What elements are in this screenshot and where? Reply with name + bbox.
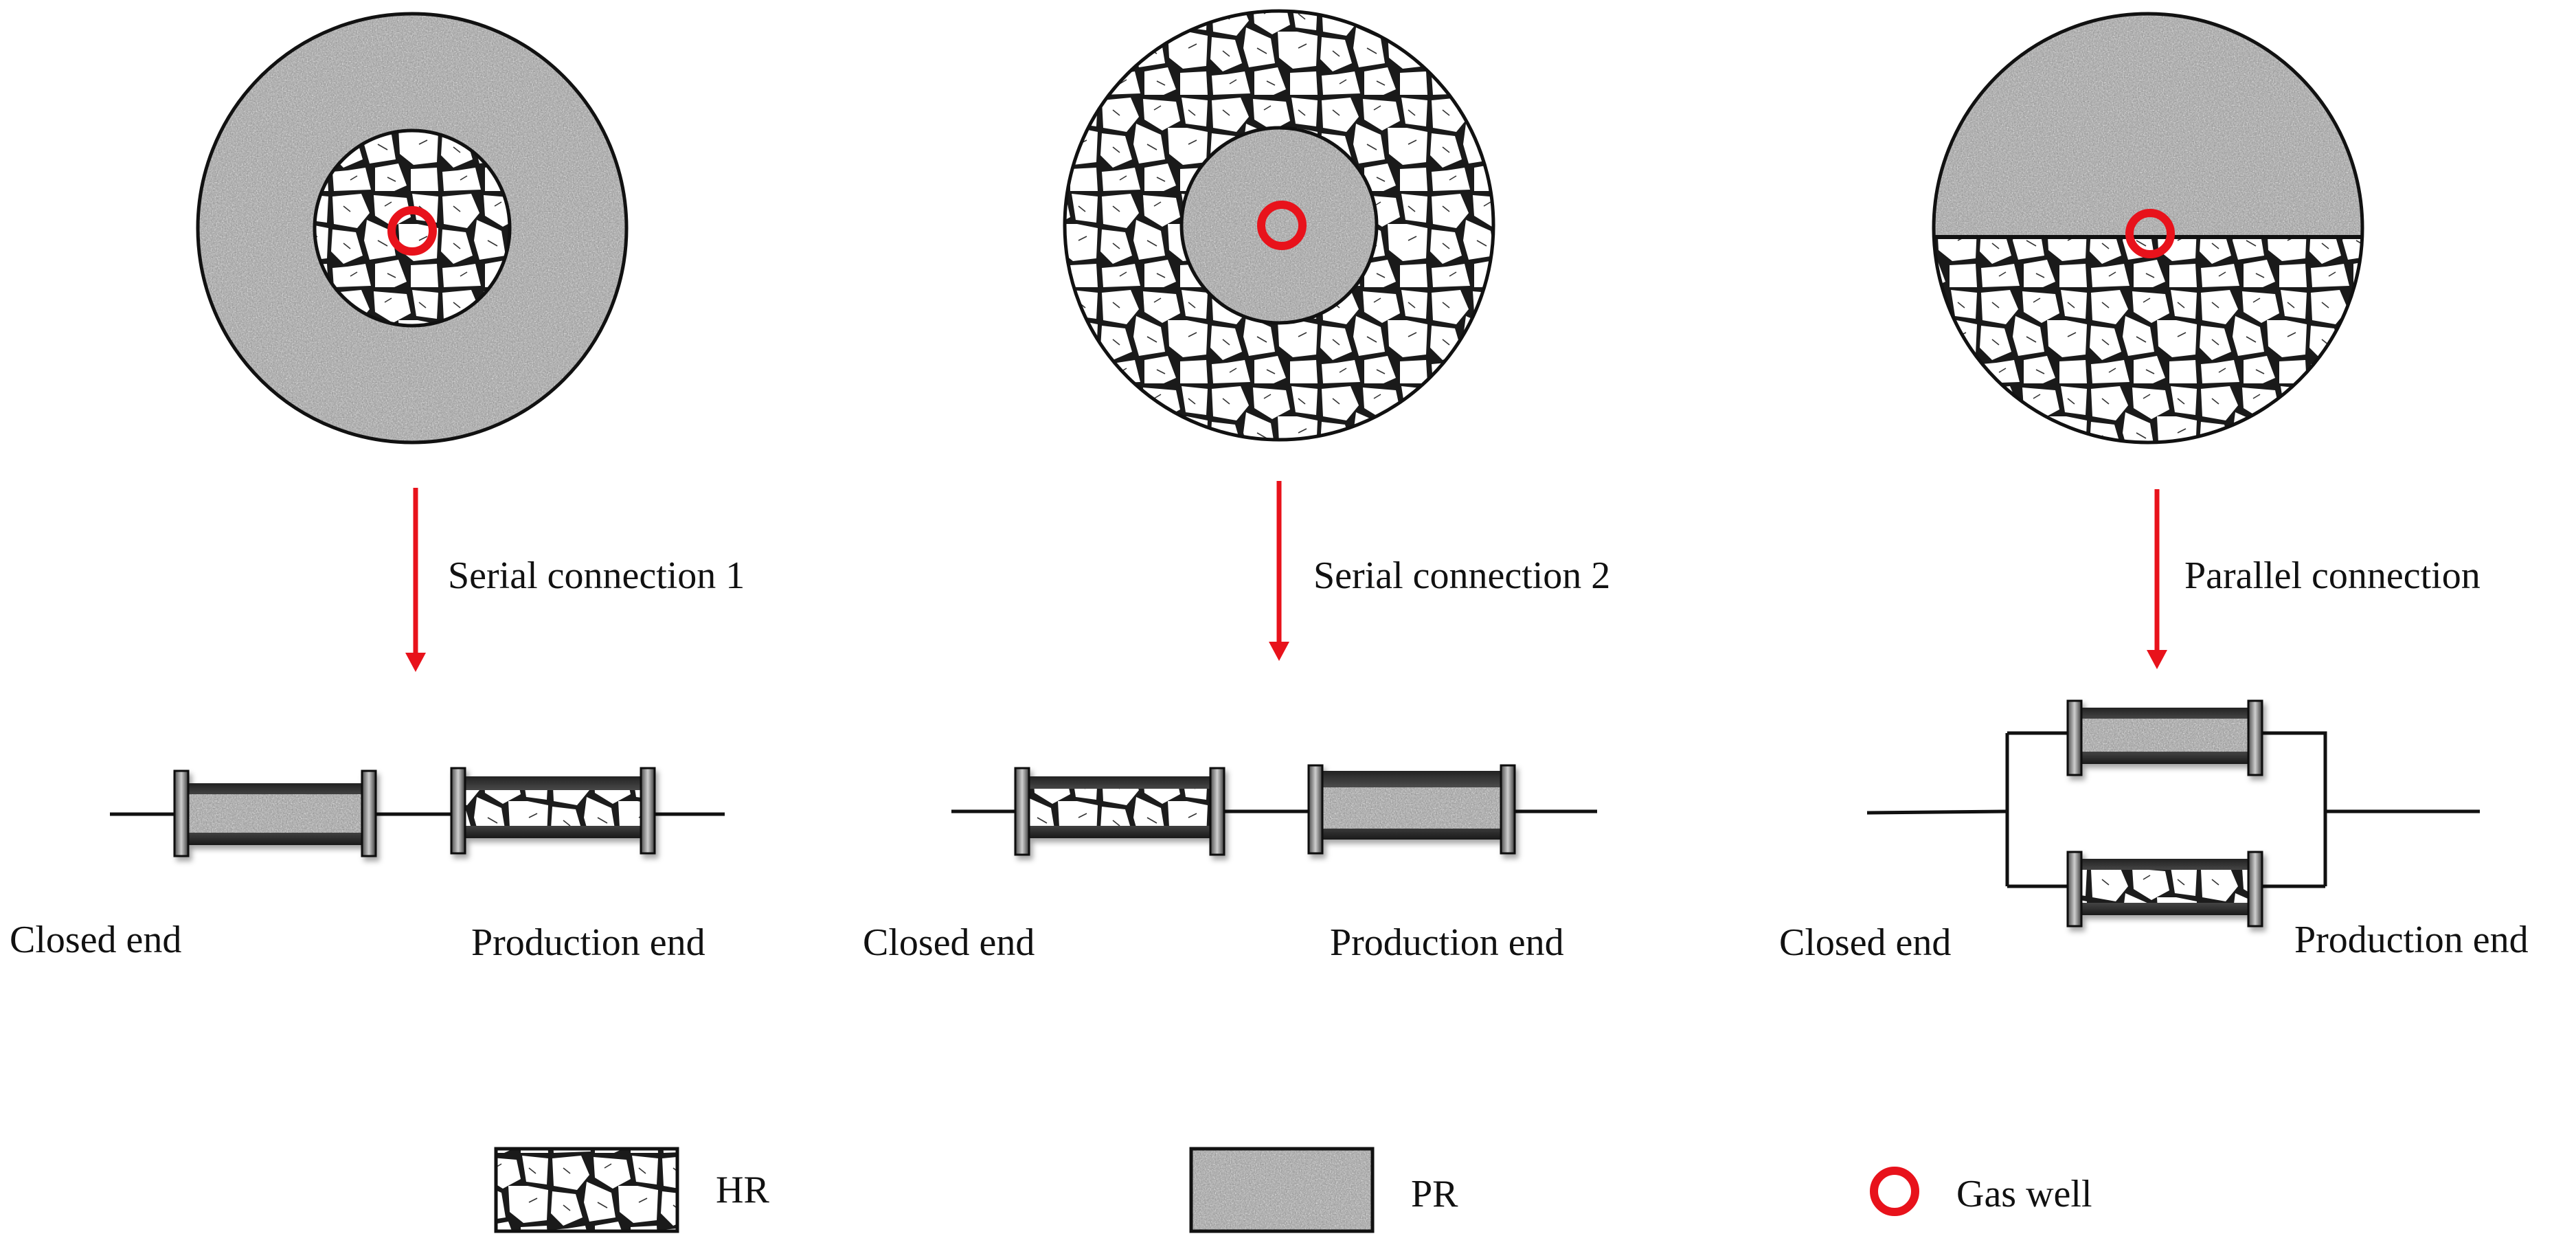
core-holder-pr — [173, 769, 377, 857]
core-holder-hr — [2066, 851, 2263, 928]
panel-serial-connection-1: Serial connection 1 Closed end Productio… — [10, 12, 745, 964]
legend-item-pr: PR — [1189, 1147, 1458, 1233]
connection-label: Parallel connection — [2184, 554, 2481, 597]
closed-end-label: Closed end — [863, 921, 1035, 964]
closed-end-label: Closed end — [1779, 921, 1951, 964]
production-end-label: Production end — [1330, 921, 1564, 964]
hr-swatch — [494, 1147, 679, 1233]
production-end-label: Production end — [471, 921, 705, 964]
hr-inner-zone — [313, 128, 512, 328]
connection-label: Serial connection 1 — [448, 554, 745, 597]
gas-well-icon — [1870, 1167, 1919, 1216]
gas-well-icon — [1257, 201, 1307, 250]
legend: HR PR Gas well — [494, 1147, 2092, 1233]
gas-well-icon — [2125, 209, 2175, 258]
connection-label: Serial connection 2 — [1313, 554, 1610, 597]
core-holder-hr — [1014, 767, 1225, 856]
hr-lower-zone — [1934, 237, 2362, 442]
closed-end-label: Closed end — [10, 919, 181, 961]
core-holder-pr — [2066, 699, 2263, 776]
pr-swatch — [1189, 1147, 1375, 1233]
production-end-label: Production end — [2294, 919, 2529, 961]
reservoir-outline — [1932, 12, 2364, 445]
legend-label: Gas well — [1956, 1173, 2092, 1215]
panel-parallel-connection: Parallel connection Closed end Productio… — [1779, 12, 2529, 964]
pr-inner-zone — [1179, 126, 1379, 325]
legend-item-hr: HR — [494, 1147, 769, 1233]
legend-label: HR — [716, 1169, 769, 1211]
pr-upper-zone — [1934, 14, 2362, 237]
panel-serial-connection-2: Serial connection 2 Closed end Productio… — [863, 9, 1610, 964]
parallel-circuit — [1866, 731, 2480, 888]
core-holder-hr — [450, 767, 656, 855]
legend-item-gas-well: Gas well — [1870, 1167, 2092, 1216]
core-holder-pr — [1307, 764, 1516, 855]
arrow-head-icon — [1269, 642, 1289, 661]
arrow-head-icon — [2147, 650, 2167, 669]
legend-label: PR — [1411, 1173, 1458, 1215]
gas-well-icon — [387, 206, 437, 256]
arrow-head-icon — [405, 653, 426, 672]
